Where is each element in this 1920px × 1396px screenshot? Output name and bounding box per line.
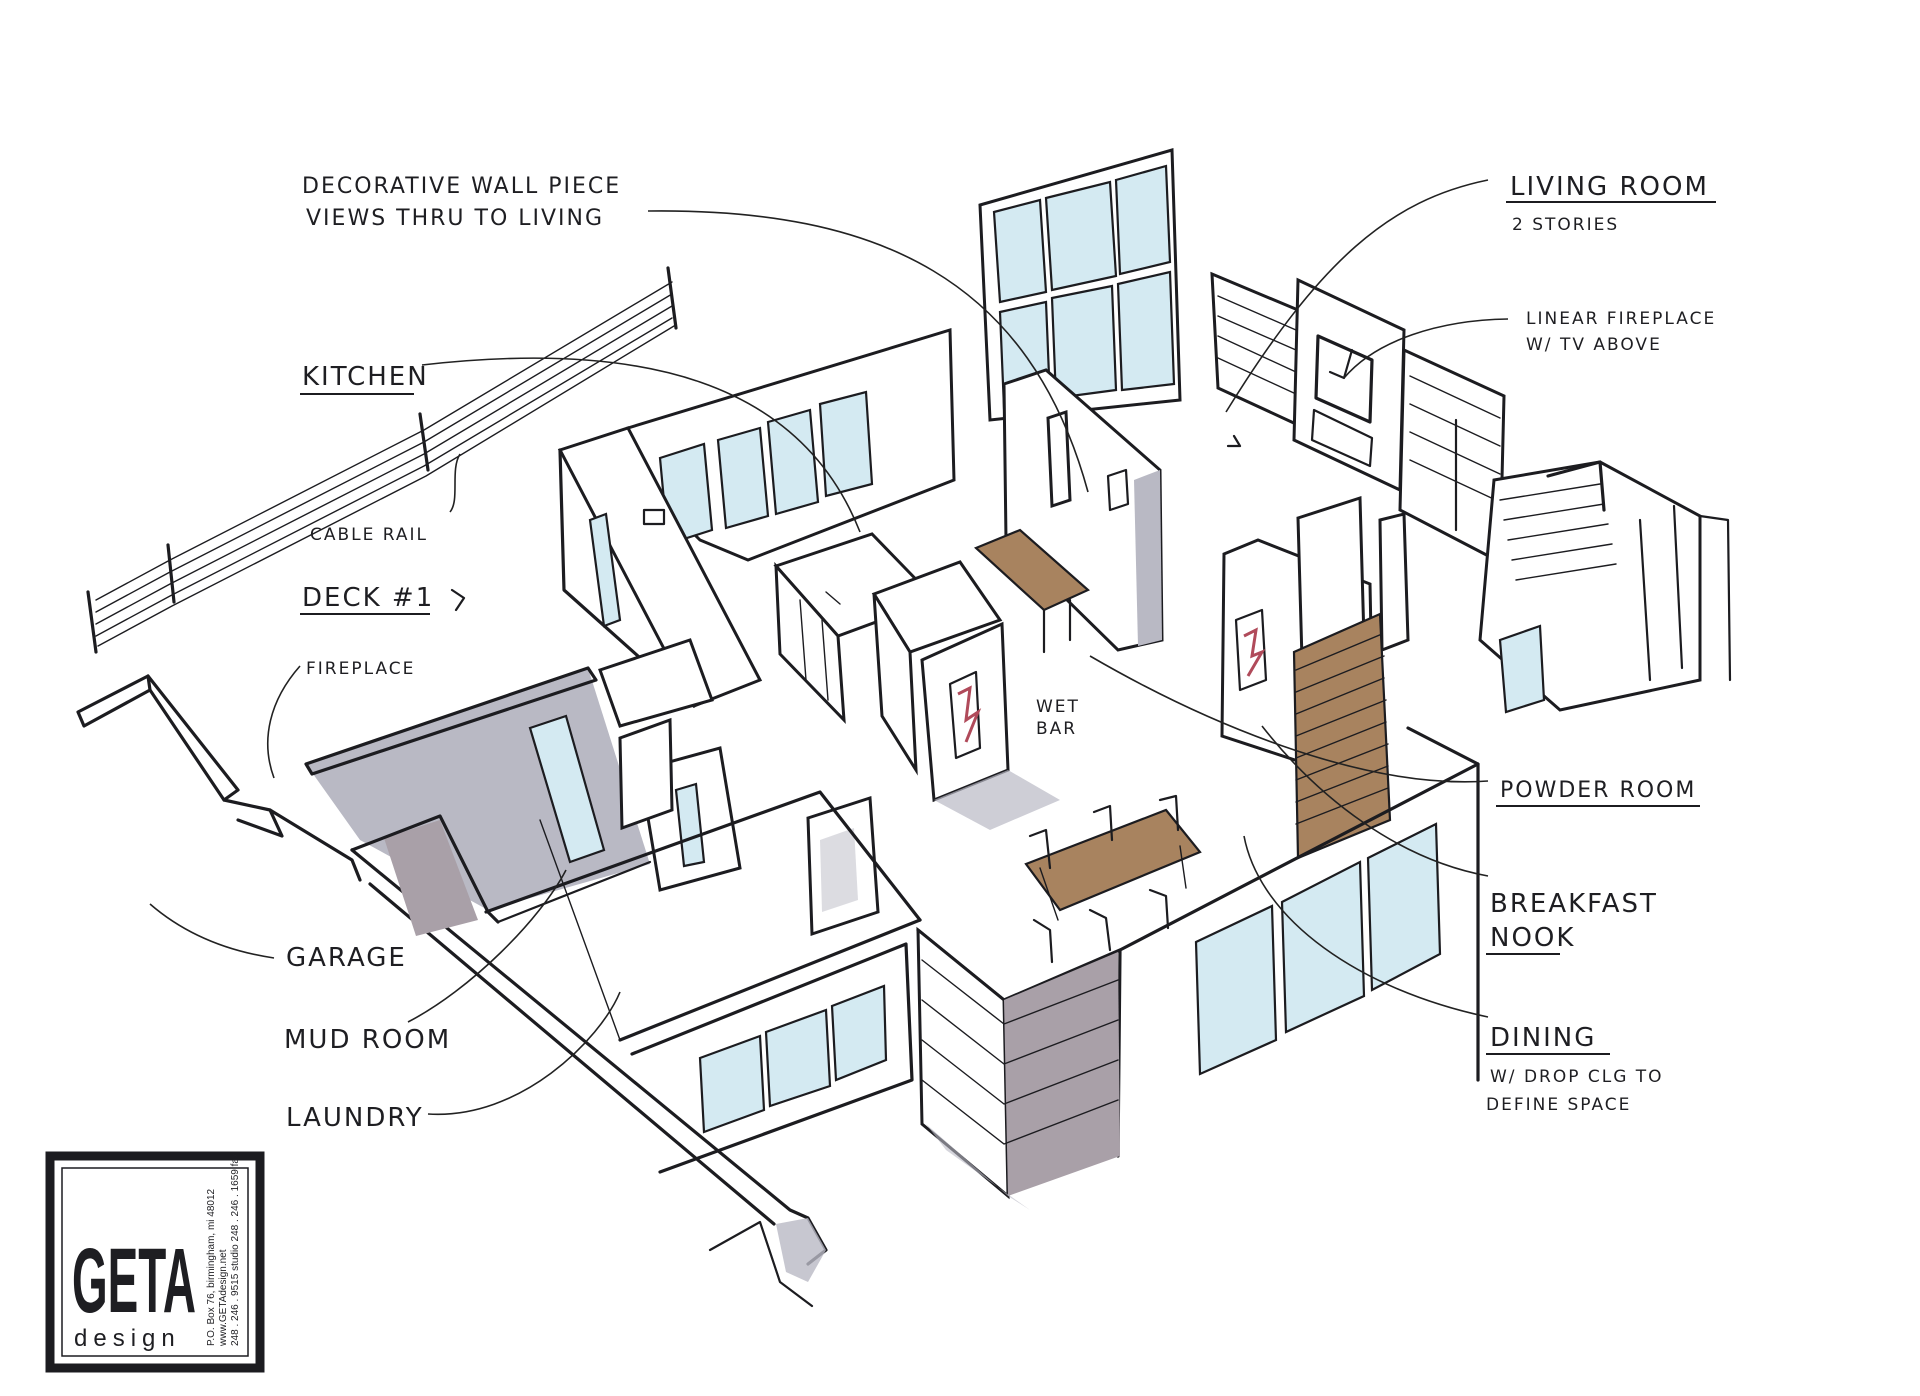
mud-room-label: MUD ROOM (284, 1025, 451, 1055)
kitchen-label: KITCHEN (302, 362, 429, 392)
deck-label: DECK #1 (302, 583, 434, 613)
logo-inner-frame (61, 1167, 249, 1357)
living-room-stories: 2 STORIES (1512, 215, 1619, 235)
powder-room (1220, 495, 1410, 860)
geta-logo: GETA design P.O. Box 76, birmingham, mi … (45, 1151, 265, 1373)
powder-room-label: POWDER ROOM (1500, 778, 1696, 803)
kitchen-walls (557, 327, 956, 708)
wet-bar-label-line2: BAR (1036, 719, 1077, 739)
wet-bar (871, 560, 1060, 830)
decorative-wall (1002, 368, 1164, 652)
breakfast-label-line1: BREAKFAST (1490, 889, 1658, 919)
logo-phone: 248 . 246 . 9515 studio 248 . 246 . 1659… (230, 1153, 241, 1346)
logo-web: www.GETAdesign.net (218, 1249, 229, 1347)
garage-label: GARAGE (286, 943, 407, 973)
deck-area (76, 266, 828, 1308)
dining-label-line2: W/ DROP CLG TO (1490, 1067, 1664, 1087)
room-labels: DECORATIVE WALL PIECE VIEWS THRU TO LIVI… (284, 172, 1716, 1133)
two-story-window (978, 148, 1182, 422)
decorative-label-line1: DECORATIVE WALL PIECE (302, 174, 621, 199)
living-room-label: LIVING ROOM (1510, 172, 1709, 202)
cable-rail-label: CABLE RAIL (310, 525, 428, 545)
laundry-label: LAUNDRY (286, 1103, 424, 1133)
logo-sub: design (74, 1325, 181, 1352)
outer-walls (916, 726, 1480, 1210)
wet-bar-label-line1: WET (1036, 697, 1080, 717)
breakfast-label-line2: NOOK (1490, 923, 1575, 953)
leader-lines (149, 179, 1509, 1115)
wet-bar-table (973, 528, 1091, 654)
fireplace-tv-line2: W/ TV ABOVE (1526, 335, 1662, 355)
dining-label-line3: DEFINE SPACE (1486, 1095, 1631, 1115)
fireplace-label: FIREPLACE (306, 659, 415, 679)
logo-name: GETA (72, 1230, 196, 1332)
cable-rail (86, 266, 678, 654)
mudroom-laundry (484, 638, 922, 1174)
breakfast-table (1024, 794, 1202, 964)
living-room (1210, 271, 1732, 714)
decorative-label-line2: VIEWS THRU TO LIVING (306, 206, 604, 231)
garage-area (304, 666, 652, 936)
fireplace-tv-line1: LINEAR FIREPLACE (1526, 309, 1716, 329)
logo-frame (45, 1151, 265, 1373)
logo-address: P.O. Box 76, birmingham, mi 48012 (206, 1188, 217, 1346)
dining-label: DINING (1490, 1023, 1596, 1053)
